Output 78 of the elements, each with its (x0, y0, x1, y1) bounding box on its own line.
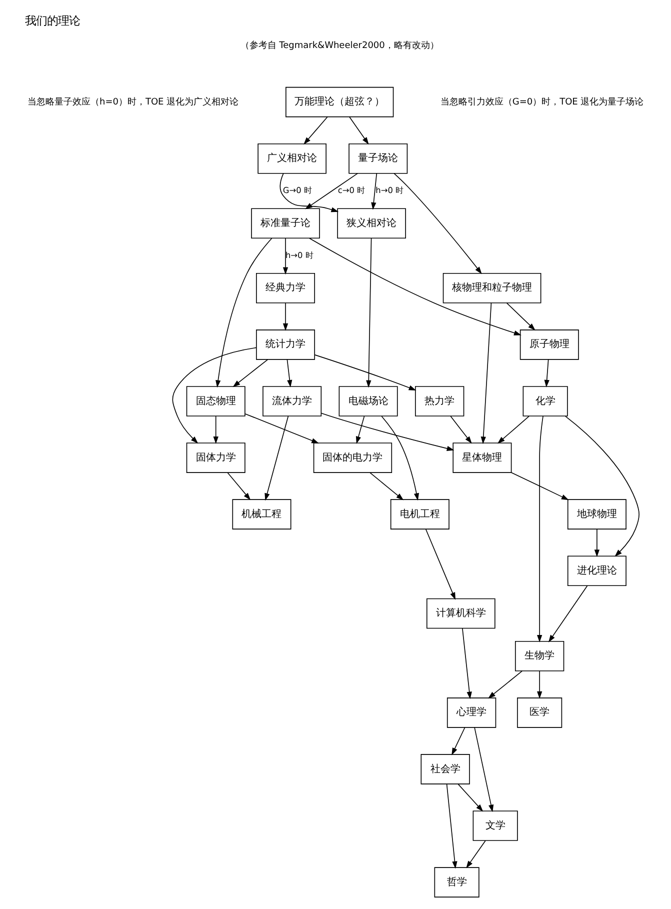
arrow (511, 472, 569, 500)
node-box: 心理学 (446, 698, 496, 728)
node-box: 计算机科学 (426, 598, 496, 629)
arrow (381, 416, 419, 501)
arrow (462, 628, 472, 700)
arrow (227, 472, 251, 500)
arrow (213, 416, 218, 444)
arrow (349, 116, 369, 145)
diagram-title: 我们的理论 (24, 13, 80, 28)
arrow (466, 840, 486, 868)
node-box: 化学 (522, 386, 568, 416)
arrow (564, 416, 640, 557)
arrow (394, 173, 482, 274)
arrow (488, 670, 522, 699)
node-box: 核物理和粒子物理 (442, 272, 542, 304)
arrow (536, 670, 542, 699)
arrow (370, 472, 404, 500)
label: （参考自 Tegmark&Wheeler2000，略有改动） (240, 40, 439, 51)
node-box: 电磁场论 (338, 386, 398, 416)
node-box: 地球物理 (567, 499, 626, 530)
arrow (474, 727, 494, 812)
arrow (356, 416, 365, 444)
arrow (264, 416, 289, 501)
node-box: 固体力学 (186, 442, 246, 473)
arrow (282, 302, 288, 331)
arrow (232, 359, 268, 388)
node-box: 广义相对论 (258, 143, 326, 174)
node-box: 文学 (472, 810, 518, 841)
arrow (314, 354, 416, 390)
arrow (536, 416, 544, 642)
arrow (446, 784, 458, 869)
node-box: 进化理论 (567, 556, 626, 586)
arrow (544, 359, 550, 388)
node-box: 热力学 (415, 386, 464, 416)
arrow (480, 302, 492, 444)
node-box: 万能理论（超弦？） (286, 86, 394, 118)
arrow (308, 238, 522, 336)
node-box: 医学 (517, 698, 562, 728)
node-box: 固体的电力学 (313, 442, 392, 473)
label: 当忽略量子效应（h=0）时，TOE 退化为广义相对论 (28, 97, 239, 108)
arrow (458, 784, 484, 812)
edge-label: h→0 时 (376, 185, 404, 196)
arrow (172, 347, 257, 444)
arrow (366, 238, 372, 388)
arrow (371, 173, 378, 210)
node-box: 统计力学 (256, 330, 316, 360)
node-box: 标准量子论 (251, 208, 320, 239)
node-box: 狭义相对论 (337, 208, 406, 239)
node-box: 流体力学 (262, 386, 322, 416)
arrow (425, 528, 456, 600)
node-box: 哲学 (434, 867, 480, 898)
label: 当忽略引力效应（G=0）时，TOE 退化为量子场论 (440, 97, 644, 108)
node-box: 经典力学 (256, 272, 316, 304)
node-box: 量子场论 (348, 143, 408, 174)
arrow (304, 116, 328, 144)
arrow (506, 302, 536, 330)
arrow (280, 173, 339, 212)
arrow (216, 238, 272, 388)
arrow (450, 416, 472, 444)
arrow (286, 359, 292, 388)
arrow (452, 727, 466, 756)
edge-label: h→0 时 (286, 250, 314, 260)
node-box: 星体物理 (452, 442, 512, 473)
arrow (548, 585, 588, 642)
node-box: 生物学 (514, 640, 564, 672)
arrow (244, 413, 319, 444)
node-box: 固态物理 (186, 386, 246, 416)
edge-label: c→0 时 (338, 185, 366, 196)
edge-label: G→0 时 (282, 185, 312, 196)
arrow (304, 173, 358, 210)
node-box: 原子物理 (520, 330, 579, 360)
arrow (497, 416, 530, 444)
node-box: 机械工程 (232, 499, 292, 530)
arrow (282, 238, 288, 275)
node-box: 电机工程 (390, 499, 450, 530)
node-box: 社会学 (420, 754, 470, 784)
arrow (320, 412, 454, 451)
arrow (594, 528, 600, 558)
